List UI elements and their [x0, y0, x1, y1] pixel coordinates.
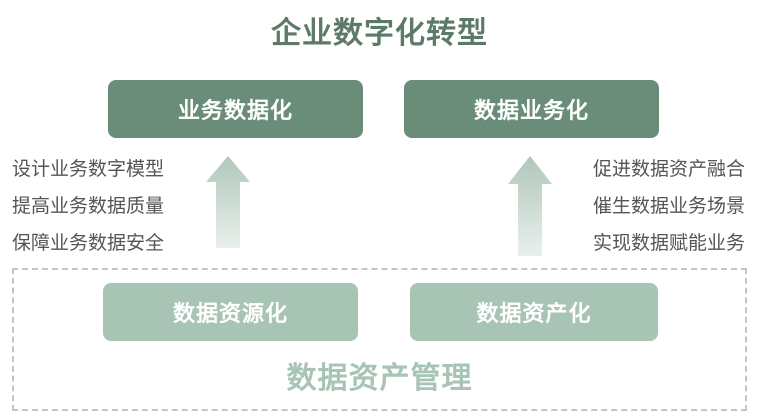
data-asset-management-frame [12, 268, 747, 411]
box-data-businessization: 数据业务化 [404, 80, 659, 138]
left-item: 设计业务数字模型 [12, 158, 165, 180]
box-data-assetization-label: 数据资产化 [476, 302, 592, 327]
data-asset-management-label: 数据资产管理 [286, 361, 473, 396]
box-data-resourcification-label: 数据资源化 [172, 302, 288, 327]
right-item: 促进数据资产融合 [592, 158, 745, 180]
box-business-datafication: 业务数据化 [108, 80, 363, 138]
box-data-resourcification: 数据资源化 [103, 283, 358, 341]
box-business-datafication-label: 业务数据化 [177, 99, 293, 124]
right-item: 催生数据业务场景 [592, 195, 745, 217]
left-item: 提高业务数据质量 [12, 195, 165, 217]
left-item: 保障业务数据安全 [12, 232, 165, 254]
box-data-businessization-label: 数据业务化 [473, 99, 589, 124]
up-arrow-icon [206, 156, 250, 248]
diagram-title: 企业数字化转型 [271, 16, 488, 51]
up-arrow-icon [508, 156, 552, 256]
box-data-assetization: 数据资产化 [410, 283, 658, 341]
right-item: 实现数据赋能业务 [592, 232, 745, 254]
left-item-list: 设计业务数字模型 提高业务数据质量 保障业务数据安全 [12, 151, 164, 262]
right-item-list: 促进数据资产融合 催生数据业务场景 实现数据赋能业务 [593, 151, 745, 262]
